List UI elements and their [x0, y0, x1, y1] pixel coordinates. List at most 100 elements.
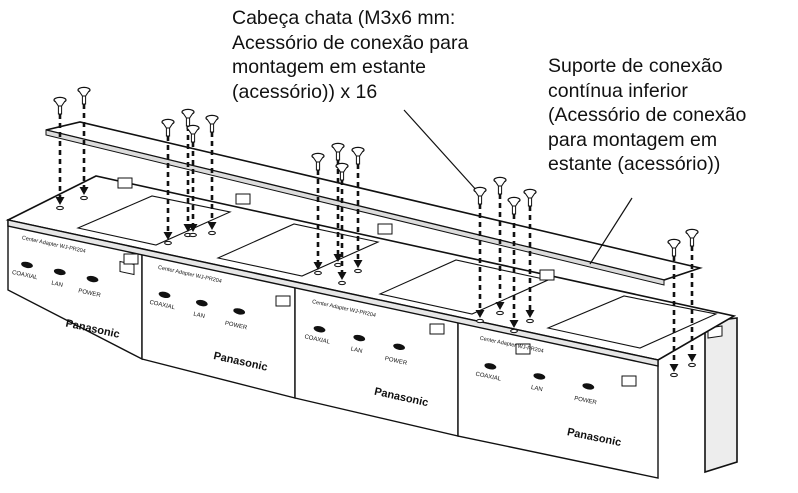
port-label: COAXIAL	[304, 334, 331, 346]
screw-shank	[57, 105, 63, 115]
guide-arrow-head	[333, 254, 343, 262]
port-label: LAN	[193, 312, 206, 320]
port-label: LAN	[530, 385, 543, 393]
screw-layer	[53, 86, 699, 378]
guide-arrow-head	[509, 320, 519, 328]
screw-shank	[165, 127, 171, 137]
callout-line: Cabeça chata (M3x6 mm:	[232, 7, 456, 29]
block	[621, 375, 637, 387]
flat-head-screw-11	[473, 186, 487, 324]
screw-countersink	[162, 122, 174, 129]
screw-countersink	[508, 200, 520, 207]
port-led-lan	[353, 334, 366, 342]
callout-line: montagem em estante	[232, 56, 427, 78]
screw-shank	[185, 117, 191, 127]
flat-head-screw-12	[493, 176, 507, 316]
guide-arrow-head	[353, 260, 363, 268]
port-label: COAXIAL	[149, 300, 176, 312]
port-led-lan	[533, 373, 546, 380]
screw-hole	[476, 318, 484, 324]
flat-head-screw-14	[523, 188, 537, 324]
screw-countersink	[686, 232, 698, 239]
flat-head-screw-2	[77, 86, 91, 201]
screw-countersink	[668, 242, 680, 249]
callout-line: (acessório)) x 16	[232, 80, 378, 103]
guide-arrow-head	[337, 272, 347, 280]
callout-line: (Acessório de conexão	[548, 104, 747, 126]
flat-head-screw-10	[351, 146, 365, 274]
housing-right-end	[704, 317, 738, 474]
screw-countersink	[352, 150, 364, 157]
screw-shank	[335, 151, 341, 161]
port-label: LAN	[51, 281, 64, 289]
port-label: LAN	[350, 347, 363, 355]
block	[515, 343, 531, 355]
screw-shank	[315, 161, 321, 171]
screw-countersink	[78, 90, 90, 97]
block	[377, 223, 393, 235]
guide-arrow-head	[687, 354, 697, 362]
screw-shank	[497, 185, 503, 195]
screw-countersink	[206, 118, 218, 125]
screw-hole	[334, 262, 342, 268]
screw-hole	[338, 280, 346, 286]
screw-shank	[689, 237, 695, 247]
screw-hole	[510, 328, 518, 334]
block	[429, 323, 445, 335]
callout-line: Acessório de conexão para	[232, 31, 469, 54]
guide-arrow-head	[55, 197, 65, 205]
block	[117, 177, 133, 189]
screw-hole	[189, 232, 197, 238]
screw-hole	[670, 372, 678, 378]
port-led-power	[582, 383, 595, 390]
screw-countersink	[54, 100, 66, 107]
screw-countersink	[332, 146, 344, 153]
screw-countersink	[524, 192, 536, 199]
port-led-power	[233, 308, 246, 315]
screw-shank	[339, 171, 345, 181]
screw-hole	[56, 205, 64, 211]
screw-shank	[81, 95, 87, 105]
screw-shank	[190, 133, 196, 143]
port-led-power	[393, 343, 405, 351]
screw-countersink	[474, 190, 486, 197]
screw-shank	[355, 155, 361, 165]
port-label: POWER	[224, 321, 248, 332]
screw-countersink	[187, 128, 199, 135]
screw-hole	[688, 362, 696, 368]
guide-arrow-head	[525, 310, 535, 318]
screw-hole	[208, 230, 216, 236]
block	[235, 193, 251, 205]
screw-shank	[511, 205, 517, 215]
port-led-lan	[53, 268, 66, 276]
block	[539, 269, 555, 281]
guide-arrow-head	[313, 262, 323, 270]
port-label: COAXIAL	[475, 372, 502, 383]
flat-head-screw-1	[53, 96, 67, 211]
guide-arrow-head	[495, 302, 505, 310]
screw-countersink	[494, 180, 506, 187]
flat-head-screw-6	[205, 114, 219, 236]
flat-head-screw-5	[186, 124, 200, 238]
flat-head-screw-16	[685, 228, 699, 368]
port-label: POWER	[78, 288, 102, 299]
port-led-coaxial	[158, 291, 171, 299]
screw-shank	[671, 247, 677, 257]
callout-line: Suporte de conexão	[548, 55, 723, 77]
guide-arrow-head	[188, 224, 198, 232]
port-led-lan	[195, 299, 208, 307]
callout-flat-head-screws: Cabeça chata (M3x6 mm:Acessório de conex…	[232, 6, 468, 104]
screw-countersink	[312, 156, 324, 163]
front-edge-strip	[7, 219, 659, 367]
port-label: POWER	[384, 356, 408, 367]
screw-shank	[209, 123, 215, 133]
port-led-coaxial	[484, 363, 497, 370]
flat-head-screw-9	[335, 162, 349, 286]
flat-head-screw-13	[507, 196, 521, 334]
port-led-coaxial	[313, 326, 326, 333]
front-panels	[7, 219, 659, 479]
callout-line: contínua inferior	[548, 79, 688, 102]
top-blocks	[117, 177, 637, 387]
